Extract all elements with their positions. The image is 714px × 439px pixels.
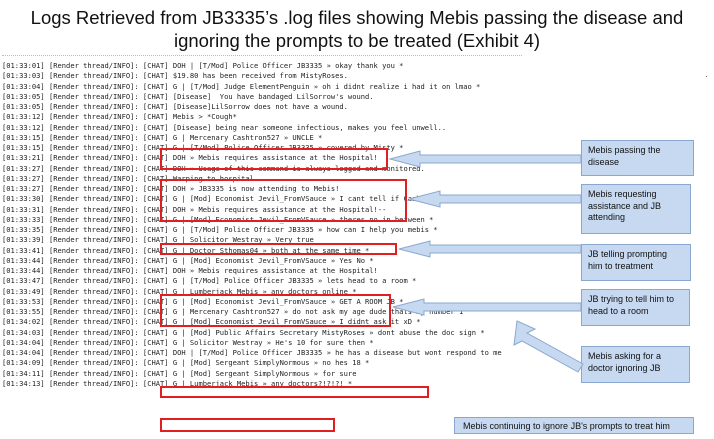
- callout-disease: Mebis passing the disease: [581, 140, 694, 176]
- log-line: [01:33:12] [Render thread/INFO]: [CHAT] …: [2, 112, 237, 122]
- log-top-edge: [2, 55, 522, 61]
- log-line: [01:33:31] [Render thread/INFO]: [CHAT] …: [2, 204, 387, 214]
- log-line: [01:34:11] [Render thread/INFO]: [CHAT] …: [2, 368, 357, 378]
- exhibit-title: Logs Retrieved from JB3335’s .log files …: [0, 6, 714, 52]
- callout-continuing-text: Mebis continuing to ignore JB's prompts …: [463, 421, 670, 431]
- log-line: [01:33:44] [Render thread/INFO]: [CHAT] …: [2, 266, 378, 275]
- highlight-box-continuing-1: [160, 386, 429, 398]
- callout-asking-text: Mebis asking for a doctor ignoring JB: [588, 351, 662, 373]
- log-line: [01:33:39] [Render thread/INFO]: [CHAT] …: [2, 235, 314, 245]
- log-line: [01:33:05] [Render thread/INFO]: [CHAT] …: [2, 91, 374, 101]
- log-line: [01:33:04] [Render thread/INFO]: [CHAT] …: [2, 81, 481, 91]
- log-excerpt: [01:33:01] [Render thread/INFO]: [CHAT] …: [2, 55, 522, 389]
- log-line: [01:33:03] [Render thread/INFO]: [CHAT] …: [2, 71, 348, 81]
- log-line: [01:34:03] [Render thread/INFO]: [CHAT] …: [2, 327, 485, 337]
- log-line: [01:33:12] [Render thread/INFO]: [CHAT] …: [2, 122, 447, 132]
- highlight-box-continuing-2: [160, 418, 335, 432]
- log-line: [01:33:49] [Render thread/INFO]: [CHAT] …: [2, 286, 357, 296]
- log-line: [01:33:35] [Render thread/INFO]: [CHAT] …: [2, 225, 438, 234]
- callout-asking: Mebis asking for a doctor ignoring JB: [581, 346, 690, 383]
- stray-mark: ·: [705, 72, 708, 81]
- arrow-asking: [513, 320, 584, 373]
- log-line: [01:33:27] [Render thread/INFO]: [CHAT] …: [2, 184, 340, 193]
- highlight-box-disease: [160, 148, 388, 170]
- log-lines: [01:33:01] [Render thread/INFO]: [CHAT] …: [2, 61, 522, 389]
- log-line: [01:33:15] [Render thread/INFO]: [CHAT] …: [2, 132, 323, 142]
- log-line: [01:33:44] [Render thread/INFO]: [CHAT] …: [2, 255, 374, 265]
- callout-room-text: JB trying to tell him to head to a room: [588, 294, 675, 316]
- log-line: [01:33:47] [Render thread/INFO]: [CHAT] …: [2, 276, 417, 286]
- callout-requesting: Mebis requesting assistance and JB atten…: [581, 184, 691, 234]
- callout-continuing: Mebis continuing to ignore JB's prompts …: [454, 417, 694, 434]
- callout-room: JB trying to tell him to head to a room: [581, 289, 690, 326]
- log-line: [01:33:15] [Render thread/INFO]: [CHAT] …: [2, 143, 404, 152]
- log-line: [01:33:05] [Render thread/INFO]: [CHAT] …: [2, 102, 348, 111]
- log-line: [01:33:33] [Render thread/INFO]: [CHAT] …: [2, 214, 434, 224]
- log-line: [01:34:04] [Render thread/INFO]: [CHAT] …: [2, 337, 374, 347]
- highlight-box-prompting: [160, 243, 397, 255]
- log-line: [01:34:04] [Render thread/INFO]: [CHAT] …: [2, 348, 502, 357]
- callout-prompting-text: JB telling prompting him to treatment: [588, 249, 668, 271]
- title-line-1: Logs Retrieved from JB3335’s .log files …: [30, 7, 684, 28]
- log-line: [01:33:41] [Render thread/INFO]: [CHAT] …: [2, 245, 370, 255]
- highlight-box-requesting: [160, 179, 407, 222]
- callout-disease-text: Mebis passing the disease: [588, 145, 661, 167]
- log-line: [01:34:13] [Render thread/INFO]: [CHAT] …: [2, 378, 353, 388]
- log-line: [01:33:21] [Render thread/INFO]: [CHAT] …: [2, 153, 378, 163]
- callout-requesting-text: Mebis requesting assistance and JB atten…: [588, 189, 662, 222]
- log-line: [01:33:01] [Render thread/INFO]: [CHAT] …: [2, 61, 404, 70]
- log-line: [01:34:02] [Render thread/INFO]: [CHAT] …: [2, 317, 421, 327]
- title-line-2: ignoring the prompts to be treated (Exhi…: [173, 30, 541, 51]
- callout-prompting: JB telling prompting him to treatment: [581, 244, 691, 281]
- highlight-box-room: [160, 294, 391, 327]
- log-line: [01:34:09] [Render thread/INFO]: [CHAT] …: [2, 358, 370, 368]
- log-line: [01:33:27] [Render thread/INFO]: [CHAT] …: [2, 173, 259, 183]
